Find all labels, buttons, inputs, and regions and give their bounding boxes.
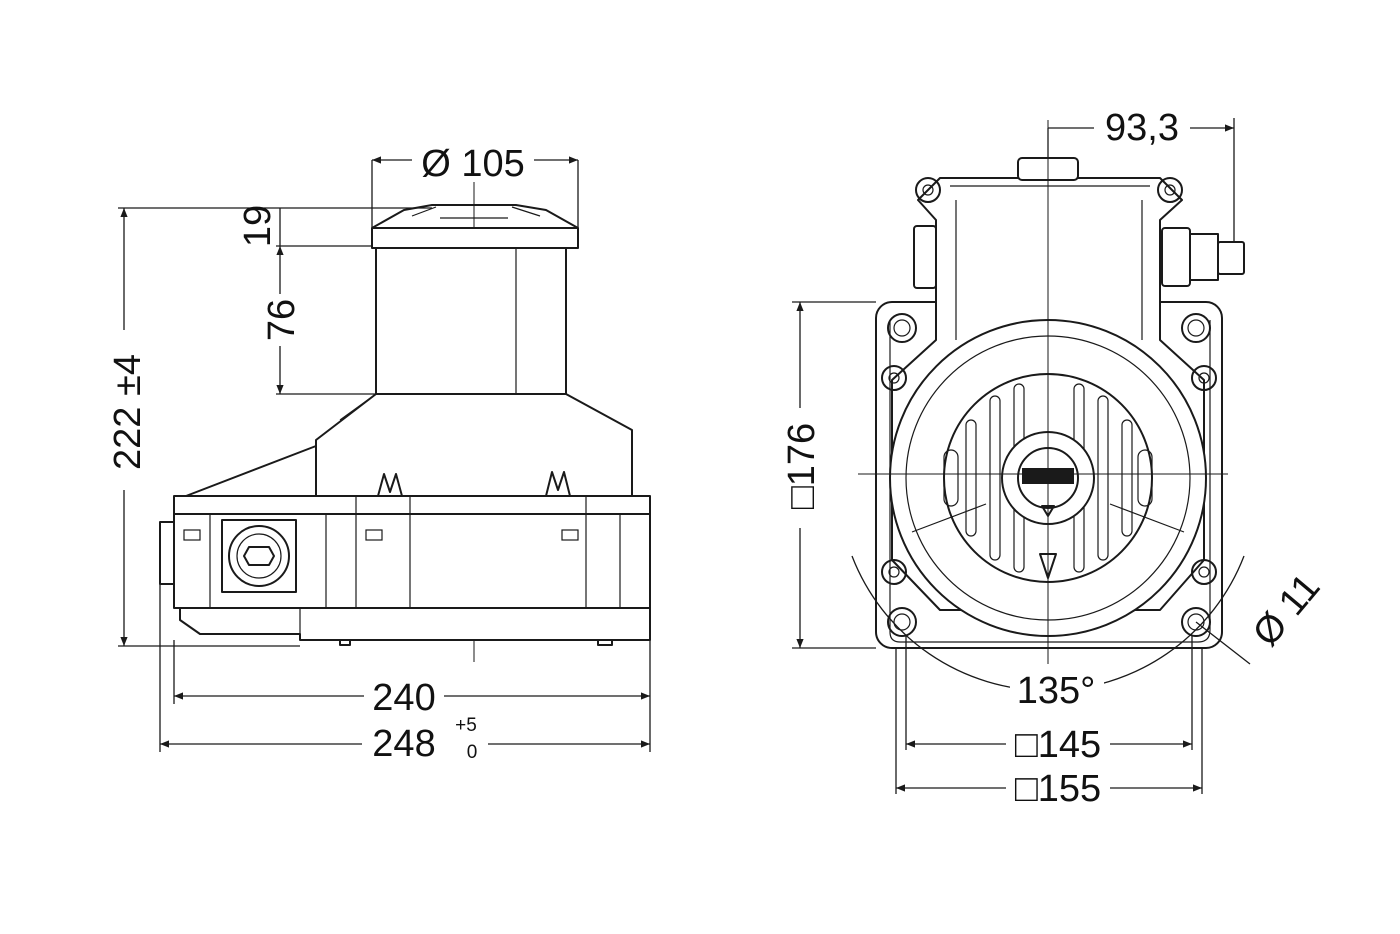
latch-3	[561, 529, 579, 541]
gland-body	[1161, 227, 1191, 287]
base-plate	[179, 607, 651, 641]
gland-nut-side	[1189, 233, 1219, 281]
label-hole-diameter: Ø 11	[1245, 566, 1328, 654]
gland-nut	[243, 546, 275, 566]
housing-cone	[315, 393, 633, 501]
clip-right	[545, 471, 571, 497]
clip-left	[377, 473, 403, 497]
rib-lines	[911, 503, 1185, 533]
ext-offset	[1047, 118, 1235, 242]
label-total-height: 222 ±4	[107, 354, 149, 470]
housing-slope	[185, 445, 317, 501]
side-fitting-left	[913, 225, 937, 289]
latch-1	[183, 529, 201, 541]
mount-plate-inner	[889, 320, 1211, 643]
drum	[375, 247, 567, 395]
ext-cap	[371, 160, 579, 228]
housing-line	[339, 393, 377, 421]
label-square-155: □155	[1015, 768, 1101, 810]
label-base-length: 240	[372, 677, 435, 719]
top-view: 93,3 □176 135° Ø 11 □145 □155	[780, 106, 1328, 810]
hole-leader	[1195, 621, 1251, 665]
ext-drum	[276, 245, 376, 395]
ext-height	[118, 207, 432, 647]
label-square-145: □145	[1015, 724, 1101, 766]
label-square-176: □176	[781, 423, 823, 509]
foot-1	[339, 639, 351, 646]
foot-2	[597, 639, 613, 646]
label-tolerance-lower: 0	[467, 742, 478, 763]
gland-cap-side	[1217, 241, 1245, 275]
label-hole-angle: 135°	[1017, 670, 1096, 712]
side-view: Ø 105 222 ±4 76 19 240 248 +5 0	[100, 140, 651, 765]
gland-ring	[236, 533, 282, 579]
label-offset: 93,3	[1105, 107, 1179, 149]
ext-square-176	[792, 301, 876, 649]
label-drum-height: 76	[261, 299, 303, 341]
cap-top	[371, 204, 579, 229]
ext-squares	[895, 636, 1203, 794]
label-cap-height: 19	[237, 205, 279, 247]
gland-outer	[228, 525, 290, 587]
side-knob	[159, 521, 175, 585]
label-cap-diameter: Ø 105	[421, 143, 525, 185]
cap-rim	[371, 227, 579, 249]
gland-plate	[221, 519, 297, 593]
latch-2	[365, 529, 383, 541]
label-overall-length: 248	[372, 723, 435, 765]
label-tolerance-upper: +5	[455, 715, 477, 736]
housing-inner	[950, 185, 1150, 340]
corner-bolts	[881, 177, 1217, 637]
